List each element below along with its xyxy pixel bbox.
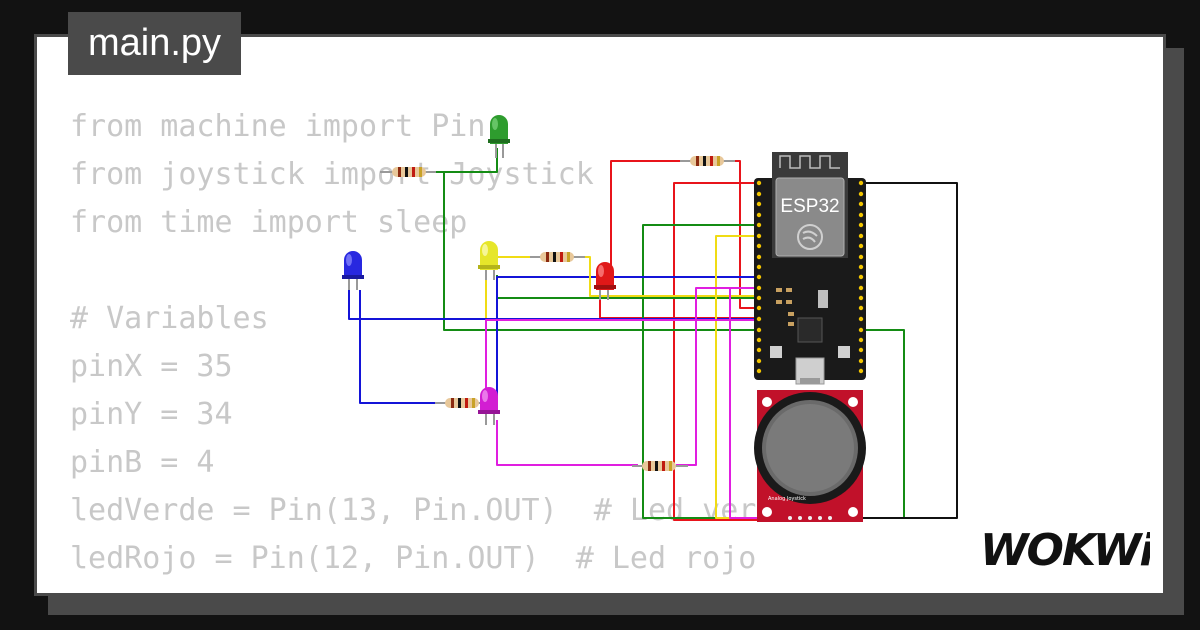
code-line: pinY = 34	[70, 397, 233, 432]
code-line: from machine import Pin	[70, 109, 486, 144]
file-tab[interactable]: main.py	[68, 12, 241, 75]
code-line: from time import sleep	[70, 205, 468, 240]
esp32-label: ESP32	[780, 196, 839, 217]
wire-red	[673, 182, 765, 521]
esp32-board[interactable]: ESP32	[754, 152, 866, 385]
wire-magenta	[496, 420, 638, 466]
resistor[interactable]	[530, 252, 585, 262]
led-green[interactable]	[488, 115, 510, 158]
resistor[interactable]	[632, 461, 688, 471]
resistor[interactable]	[680, 156, 735, 166]
wokwi-logo-text: WOKWi	[980, 525, 1150, 576]
wire-blue	[496, 276, 757, 400]
joystick-label: Analog Joystick	[768, 496, 806, 502]
code-line: pinX = 35	[70, 349, 233, 384]
led-magenta[interactable]	[478, 387, 500, 425]
wire-black	[850, 182, 958, 519]
wire-green	[496, 275, 757, 299]
resistor[interactable]	[380, 167, 436, 177]
code-line: ledAmarillo = Pin(14, Pin.OUT) # Led ama…	[70, 583, 901, 593]
wire-red	[599, 290, 757, 319]
wokwi-logo: WOKWi	[980, 525, 1150, 576]
code-background: from machine import Pin from joystick imp…	[70, 103, 901, 593]
espressif-logo-icon	[797, 224, 823, 250]
wire-blue	[359, 290, 445, 404]
led-blue[interactable]	[342, 251, 364, 290]
led-red[interactable]	[594, 262, 616, 300]
code-line: ledRojo = Pin(12, Pin.OUT) # Led rojo	[70, 541, 757, 576]
code-line: from joystick import Joystick	[70, 157, 594, 192]
analog-joystick[interactable]: Analog Joystick	[754, 390, 866, 522]
led-yellow[interactable]	[478, 241, 500, 280]
wire-green	[642, 224, 770, 519]
code-line: # Variables	[70, 301, 269, 336]
wire-magenta	[485, 319, 757, 395]
code-line: pinB = 4	[70, 445, 215, 480]
